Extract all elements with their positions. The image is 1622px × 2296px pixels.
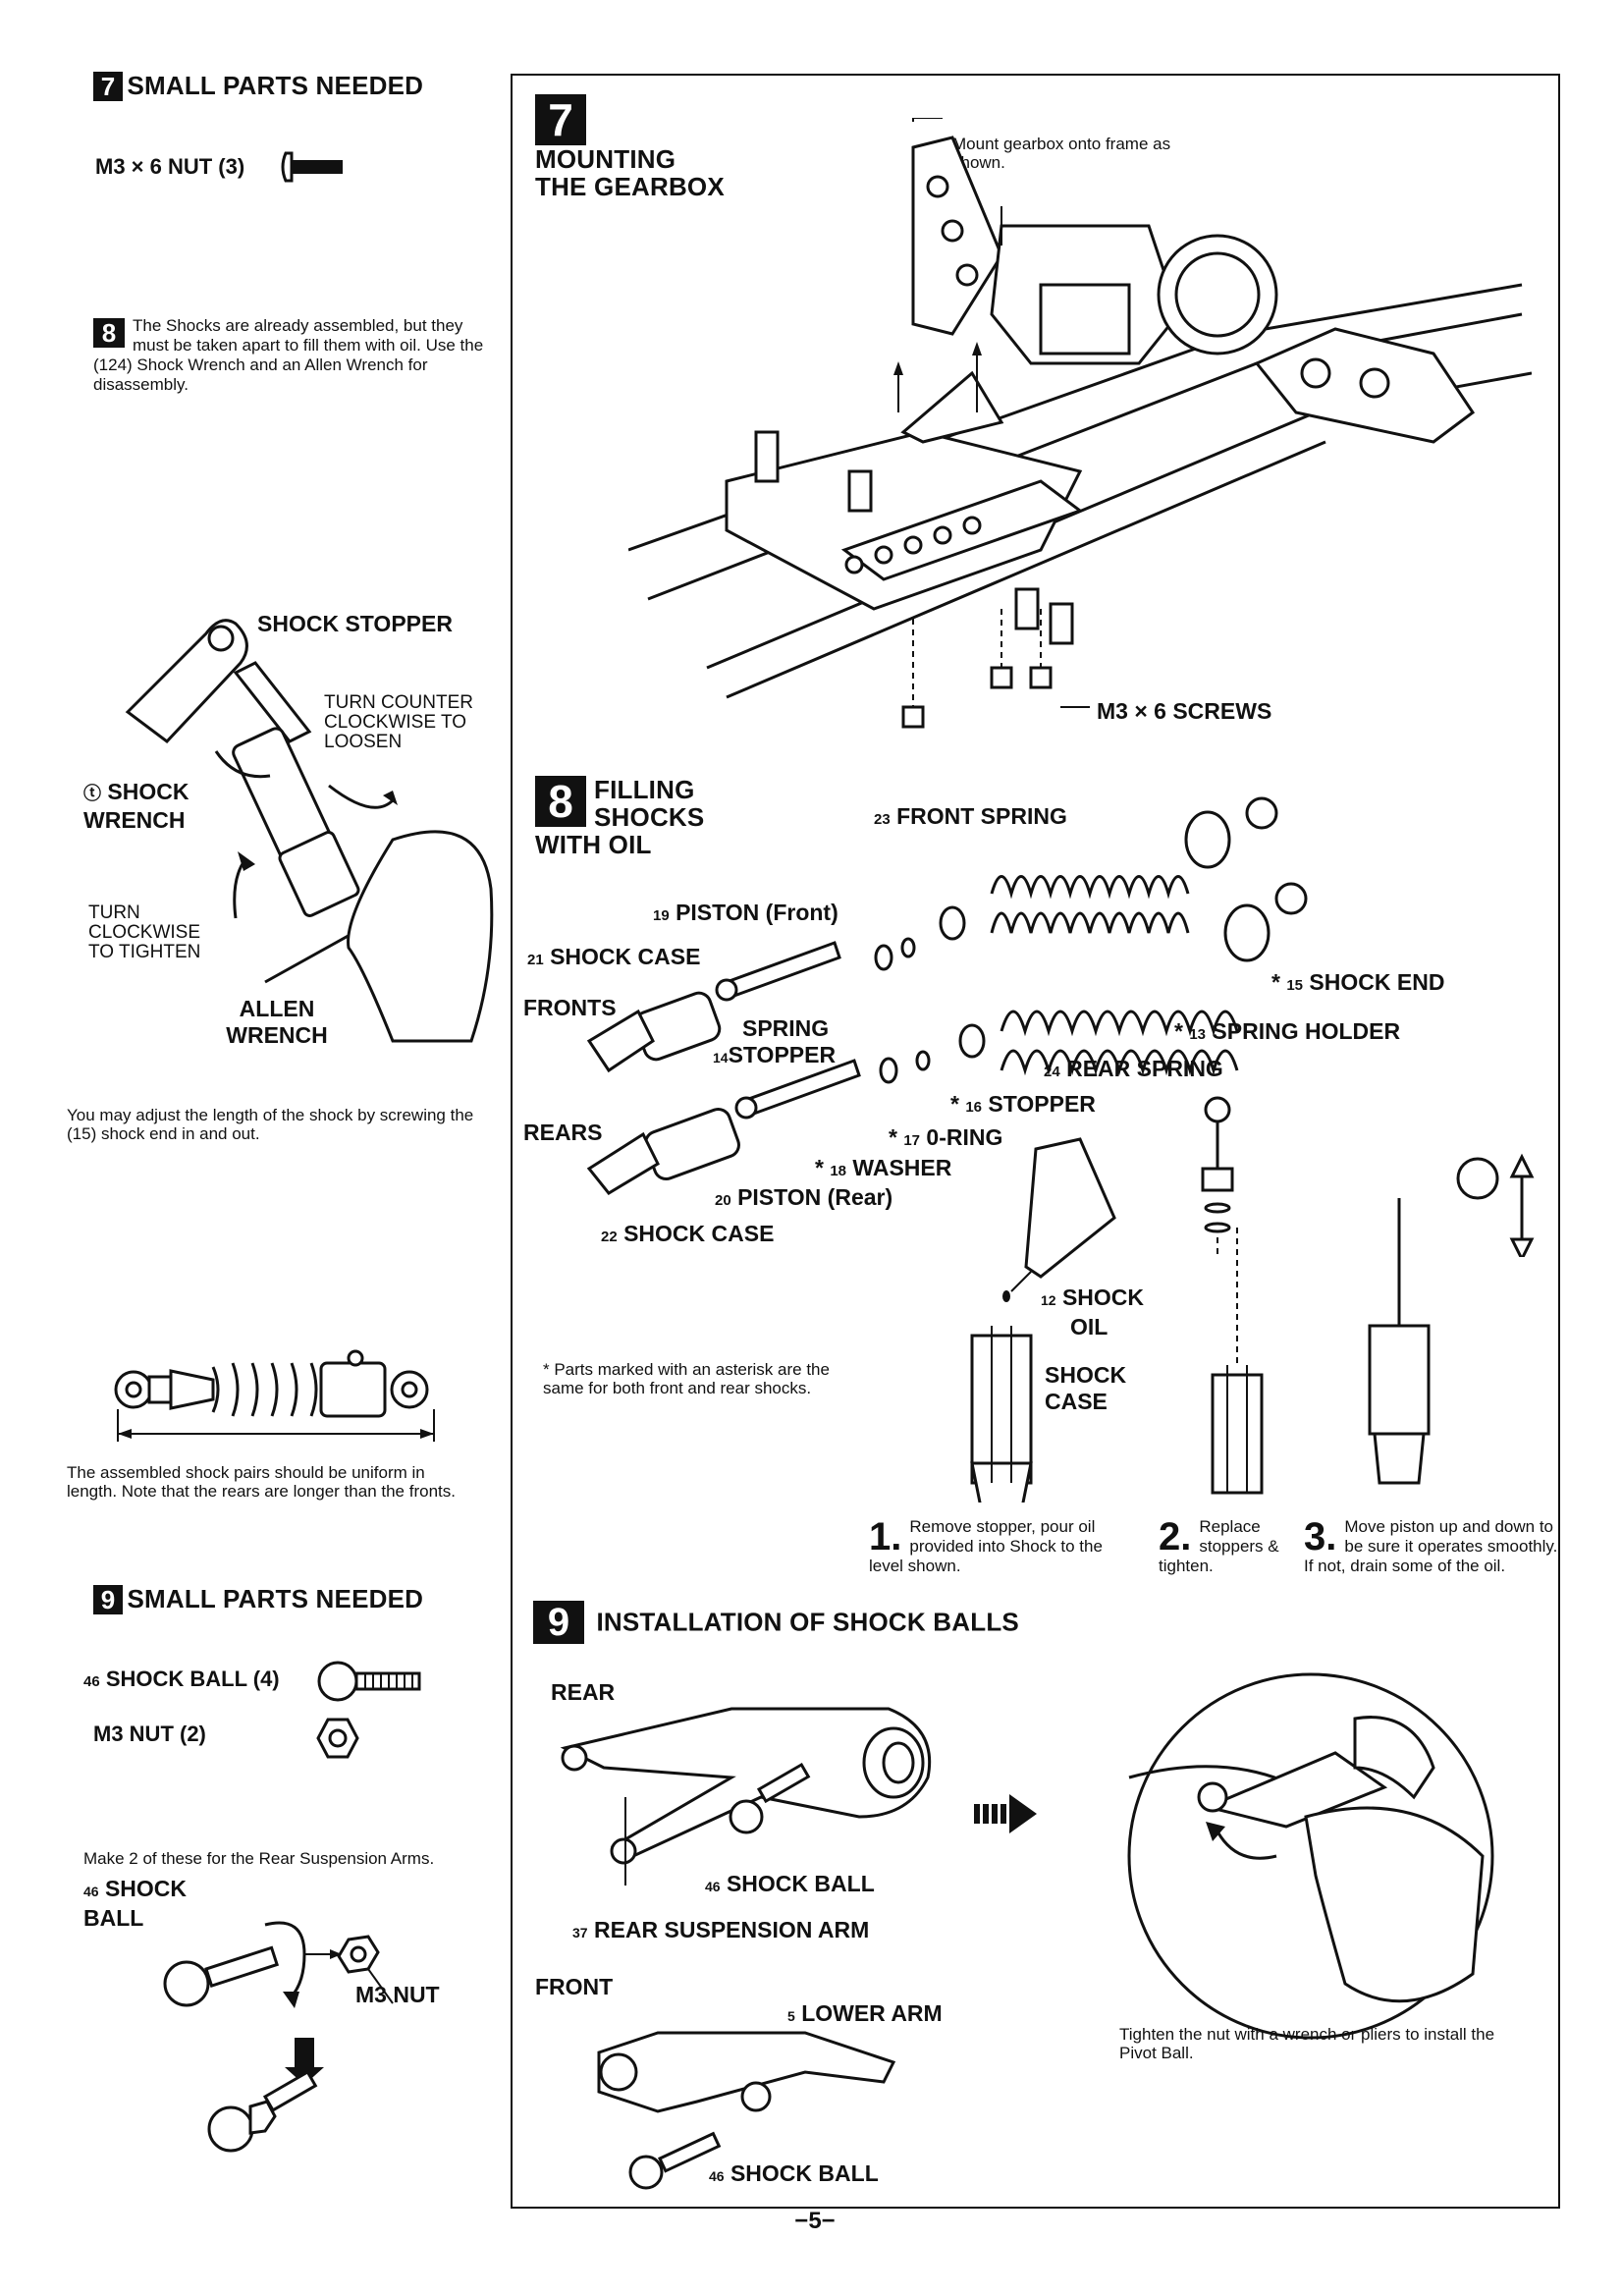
section-title: SMALL PARTS NEEDED — [127, 71, 424, 100]
step-numeral: 3. — [1304, 1515, 1337, 1558]
oil-step-2: 2. Replace stoppers & tighten. — [1159, 1515, 1279, 1575]
part-number: 14 — [713, 1050, 729, 1066]
parts-item-shock-ball: 46 SHOCK BALL (4) — [83, 1667, 280, 1691]
s8-heading: 8 FILLING SHOCKS WITH OIL — [535, 776, 753, 858]
part-number: 24 — [1044, 1064, 1060, 1080]
section-title-line-1: MOUNTING — [535, 144, 676, 174]
label-shock-ball: 46 SHOCK BALL — [83, 1876, 188, 1931]
rear-arm-illustration — [560, 1707, 932, 1886]
hex-nut-icon — [316, 1718, 359, 1759]
label-m3-screws: M3 × 6 SCREWS — [1097, 698, 1272, 724]
tighten-note: Tighten the nut with a wrench or pliers … — [1119, 2025, 1495, 2062]
s9-heading: 9 INSTALLATION OF SHOCK BALLS — [533, 1601, 1019, 1644]
instruction-panel — [511, 74, 1560, 2209]
assembled-shock-illustration — [114, 1349, 435, 1442]
label-shock-ball-front: 46 SHOCK BALL — [709, 2160, 879, 2186]
tighten-nut-detail-illustration — [1127, 1672, 1494, 2040]
part-number: 37 — [572, 1925, 588, 1941]
section-title: INSTALLATION OF SHOCK BALLS — [596, 1607, 1019, 1637]
label-spring-holder: * 13 SPRING HOLDER — [1174, 1018, 1401, 1044]
label-rear: REAR — [551, 1679, 616, 1705]
section-title: SMALL PARTS NEEDED — [127, 1584, 424, 1613]
label-shock-ball-rear: 46 SHOCK BALL — [705, 1871, 875, 1896]
label-turn-ccw: TURN COUNTER CLOCKWISE TO LOOSEN — [324, 692, 473, 752]
parts-item-m3-nut: M3 NUT (2) — [93, 1722, 206, 1746]
part-number: 17 — [903, 1132, 921, 1149]
step-numeral: 1. — [869, 1515, 902, 1558]
page-number: −5− — [794, 2208, 836, 2234]
part-number: 21 — [527, 952, 544, 968]
assembled-text: The assembled shock pairs should be unif… — [67, 1463, 456, 1501]
shock-ball-assembly-illustration — [163, 1921, 394, 2153]
parts-item-nut: M3 × 6 NUT (3) — [95, 154, 245, 179]
shock-wrench-illustration — [125, 619, 494, 1043]
label-piston-front: 19 PISTON (Front) — [653, 900, 838, 925]
part-number: 19 — [653, 907, 670, 924]
part-number: 20 — [715, 1192, 731, 1209]
oil-filling-illustration — [970, 1137, 1431, 1503]
part-number: 46 — [83, 1884, 99, 1899]
label-allen-wrench: ALLEN WRENCH — [226, 996, 328, 1048]
arrow-right-icon — [974, 1794, 1037, 1833]
exploded-shock-illustration — [586, 796, 1535, 1257]
asterisk-note: * Parts marked with an asterisk are the … — [543, 1360, 830, 1397]
part-number: 15 — [1286, 977, 1304, 994]
section-title-line-2: WITH OIL — [535, 830, 652, 859]
part-number: 22 — [601, 1229, 618, 1245]
part-number: 12 — [1041, 1292, 1056, 1308]
section-title-line-2: THE GEARBOX — [535, 172, 725, 201]
label-shock-stopper: SHOCK STOPPER — [257, 611, 453, 636]
label-rears: REARS — [523, 1120, 603, 1145]
label-shock-case-oil: SHOCK CASE — [1045, 1362, 1127, 1414]
step-number-badge: 8 — [93, 318, 125, 348]
shock-ball-icon — [317, 1661, 421, 1702]
label-lower-arm: 5 LOWER ARM — [787, 2000, 943, 2026]
label-shock-case-rear: 22 SHOCK CASE — [601, 1221, 775, 1246]
part-number: 13 — [1189, 1026, 1207, 1043]
part-number: 46 — [709, 2168, 725, 2184]
label-rear-spring: 24 REAR SPRING — [1044, 1056, 1223, 1081]
label-rear-suspension-arm: 37 REAR SUSPENSION ARM — [572, 1917, 870, 1942]
s9-parts-header: 9 SMALL PARTS NEEDED — [93, 1584, 423, 1614]
label-shock-oil: 12 SHOCK OIL — [1041, 1285, 1145, 1339]
step-number-badge: 9 — [93, 1584, 123, 1614]
step-number-badge: 9 — [533, 1601, 584, 1644]
label-shock-wrench: ⓣ SHOCK WRENCH — [83, 779, 189, 833]
step-numeral: 2. — [1159, 1515, 1192, 1558]
label-shock-end: * 15 SHOCK END — [1271, 969, 1445, 995]
step-number-badge: 7 — [535, 94, 586, 145]
make-text: Make 2 of these for the Rear Suspension … — [83, 1849, 435, 1868]
label-front: FRONT — [535, 1974, 614, 1999]
part-number: 5 — [787, 2008, 795, 2024]
part-number: 16 — [965, 1099, 983, 1116]
part-number: 46 — [83, 1673, 100, 1690]
label-spring-stopper: SPRING 14STOPPER — [713, 1015, 837, 1067]
label-washer: * 18 WASHER — [815, 1155, 952, 1180]
s8-note: 8 The Shocks are already assembled, but … — [93, 316, 484, 394]
adjust-text: You may adjust the length of the shock b… — [67, 1106, 474, 1143]
part-number: 23 — [874, 811, 891, 828]
part-number: ⓣ — [83, 784, 101, 803]
front-arm-illustration — [597, 2031, 896, 2190]
label-piston-rear: 20 PISTON (Rear) — [715, 1184, 893, 1210]
part-number: 18 — [830, 1163, 847, 1179]
gearbox-frame-illustration — [628, 118, 1532, 729]
step-number-badge: 7 — [93, 71, 123, 101]
screw-icon — [281, 151, 343, 183]
label-oring: * 17 0-RING — [889, 1124, 1003, 1150]
label-fronts: FRONTS — [523, 995, 617, 1020]
oil-step-1: 1. Remove stopper, pour oil provided int… — [869, 1515, 1103, 1575]
label-shock-case-front: 21 SHOCK CASE — [527, 944, 701, 969]
part-number: 46 — [705, 1879, 721, 1894]
step-number-badge: 8 — [535, 776, 586, 827]
section-title-line-1: FILLING SHOCKS — [594, 775, 705, 832]
label-front-spring: 23 FRONT SPRING — [874, 803, 1067, 829]
s7-heading: 7 MOUNTING THE GEARBOX — [535, 94, 725, 200]
s7-parts-header: 7 SMALL PARTS NEEDED — [93, 71, 423, 101]
label-stopper: * 16 STOPPER — [950, 1091, 1096, 1117]
label-turn-cw: TURN CLOCKWISE TO TIGHTEN — [88, 902, 201, 962]
label-m3-nut: M3 NUT — [355, 1982, 440, 2007]
oil-step-3: 3. Move piston up and down to be sure it… — [1304, 1515, 1558, 1575]
